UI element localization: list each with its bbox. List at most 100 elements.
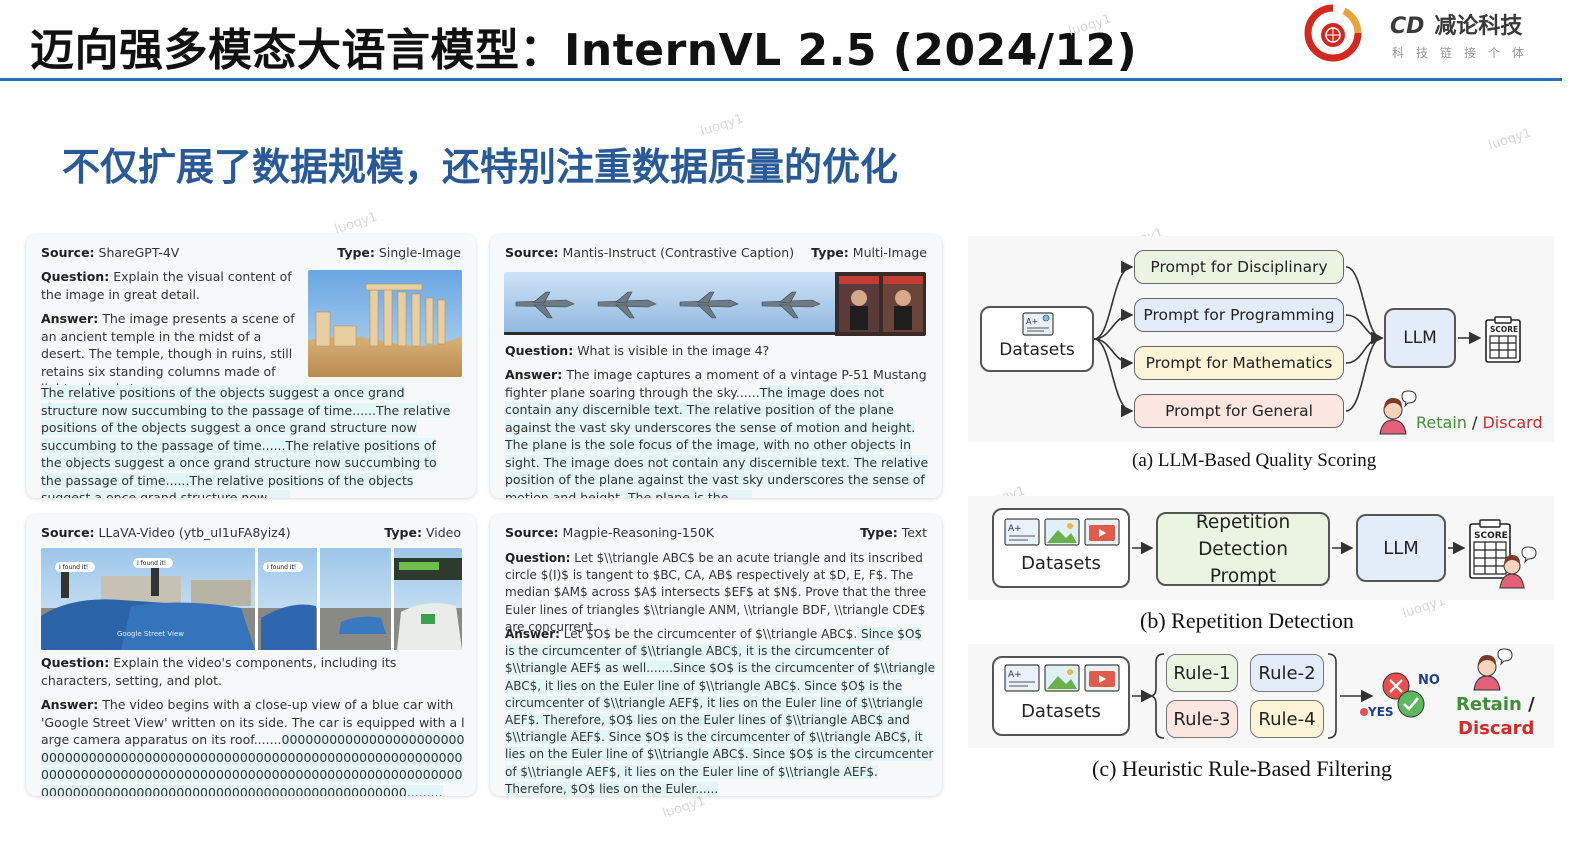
source-label: Source: [505,525,559,540]
answer-highlight-text: The image does not contain any discernib… [505,384,929,498]
type-label: Type: [860,525,898,540]
prompt-programming: Prompt for Programming [1134,298,1344,332]
card-header: Source: LLaVA-Video (ytb_uI1uFA8yiz4) Ty… [41,524,461,542]
card-source: Source: ShareGPT-4V [41,244,179,262]
datasets-label: Datasets [999,340,1075,360]
source-value: LLaVA-Video (ytb_uI1uFA8yiz4) [98,525,291,540]
question-label: Question: [505,551,571,565]
no-text: NO [1418,673,1440,688]
datasets-box-a: Datasets [980,306,1094,372]
yes-text: YES [1367,705,1394,719]
rule-4-box: Rule-4 [1250,700,1324,738]
question-label: Question: [41,269,110,284]
type-label: Type: [811,245,849,260]
source-label: Source: [505,245,559,260]
answer-text: Let $O$ be the circumcenter of $\\triang… [563,627,858,641]
card-question: Question: Explain the video's components… [41,654,469,689]
score-text: SCORE [1474,531,1508,541]
caption-b: (b) Repetition Detection [1140,608,1354,633]
source-value: Mantis-Instruct (Contrastive Caption) [562,245,795,260]
answer-label: Answer: [41,697,99,712]
repetition-prompt-box: Repetition Detection Prompt [1156,512,1330,587]
llm-box-b: LLM [1356,514,1446,582]
rule-label: Rule-4 [1258,708,1316,730]
retain-label: Retain [1456,694,1522,715]
discard-label: Discard [1482,413,1543,432]
answer-highlight-text: The relative positions of the objects su… [41,385,451,498]
card-type: Type: Multi-Image [811,244,927,262]
sample-card-multi-image: Source: Mantis-Instruct (Contrastive Cap… [490,234,942,498]
answer-text: The image presents a scene of an ancient… [41,311,295,396]
yes-no-decision-icon: NO YES [1360,672,1440,719]
type-value: Video [425,525,461,540]
card-type: Type: Text [860,524,927,542]
type-value: Multi-Image [852,245,927,260]
csig-logo-icon [1304,4,1362,62]
card-answer: Answer: The image captures a moment of a… [505,366,929,498]
prompt-label: Repetition Detection Prompt [1195,511,1291,587]
type-value: Single-Image [378,245,461,260]
rule-label: Rule-3 [1173,708,1231,730]
source-value: Magpie-Reasoning-150K [562,525,714,540]
type-value: Text [901,525,927,540]
question-text: Let $\\triangle ABC$ be an acute triangl… [505,551,927,634]
brand-tagline: 科技链接个体 [1392,46,1537,60]
brand-name: 减论科技 [1434,14,1523,39]
header-divider [0,78,1562,81]
temple-photo [308,270,462,377]
rule-3-box: Rule-3 [1166,700,1238,738]
card-source: Source: Magpie-Reasoning-150K [505,524,714,542]
card-question: Question: What is visible in the image 4… [505,342,925,360]
datasets-label: Datasets [1021,552,1101,574]
llm-label: LLM [1403,328,1437,348]
score-text: SCORE [1490,325,1518,334]
svg-text:A+: A+ [1008,524,1022,534]
sample-card-text: Source: Magpie-Reasoning-150K Type: Text… [490,514,942,796]
prompt-label: Prompt for Programming [1143,306,1335,324]
card-header: Source: Mantis-Instruct (Contrastive Cap… [505,244,927,262]
multi-image-strip [504,272,926,336]
card-question: Question: Explain the visual content of … [41,268,296,303]
retain-discard-c: Retain / [1456,694,1535,715]
source-value: ShareGPT-4V [98,245,180,260]
card-source: Source: LLaVA-Video (ytb_uI1uFA8yiz4) [41,524,291,542]
card-answer-highlight: The relative positions of the objects su… [41,384,459,498]
dataset-media-icons: A+ [1004,518,1120,546]
card-source: Source: Mantis-Instruct (Contrastive Cap… [505,244,794,262]
prompt-label: Prompt for Mathematics [1145,354,1333,372]
person-reviewer-icon [1379,390,1417,435]
slide-subtitle: 不仅扩展了数据规模，还特别注重数据质量的优化 [62,145,899,189]
video-caption: I found it! [267,564,296,571]
card-answer: Answer: The video begins with a close-up… [41,696,469,796]
retain-discard-a: Retain / Discard [1416,413,1543,432]
card-type: Type: Single-Image [337,244,461,262]
card-answer: Answer: Let $O$ be the circumcenter of $… [505,626,936,796]
caption-c: (c) Heuristic Rule-Based Filtering [1092,756,1392,781]
svg-text:A+: A+ [1026,317,1038,326]
sample-card-video: Source: LLaVA-Video (ytb_uI1uFA8yiz4) Ty… [26,514,476,796]
score-clipboard-icon: SCORE [1485,316,1521,363]
source-label: Source: [41,245,95,260]
card-header: Source: Magpie-Reasoning-150K Type: Text [505,524,927,542]
sample-card-single-image: Source: ShareGPT-4V Type: Single-Image Q… [26,234,476,498]
prompt-label: Prompt for Disciplinary [1150,258,1328,276]
question-label: Question: [41,655,110,670]
card-answer: Answer: The image presents a scene of an… [41,310,306,398]
llm-label: LLM [1383,537,1419,559]
dataset-media-icons: A+ [1004,664,1120,692]
rule-2-box: Rule-2 [1250,654,1324,692]
answer-text: The image captures a moment of a vintage… [505,367,927,400]
slash-separator: / [1521,694,1535,715]
type-label: Type: [337,245,375,260]
watermark: luoqy1 [660,793,708,822]
retain-label: Retain [1416,413,1467,432]
score-reviewer-icon: SCORE [1469,519,1537,589]
caption-a: (a) LLM-Based Quality Scoring [1132,450,1377,471]
answer-label: Answer: [505,367,563,382]
video-caption: I found it! [59,564,88,571]
llm-box-a: LLM [1384,308,1456,368]
type-label: Type: [384,525,422,540]
question-text: Explain the visual content of the image … [41,269,292,302]
slide-title: 迈向强多模态大语言模型：InternVL 2.5 (2024/12) [30,25,1138,76]
